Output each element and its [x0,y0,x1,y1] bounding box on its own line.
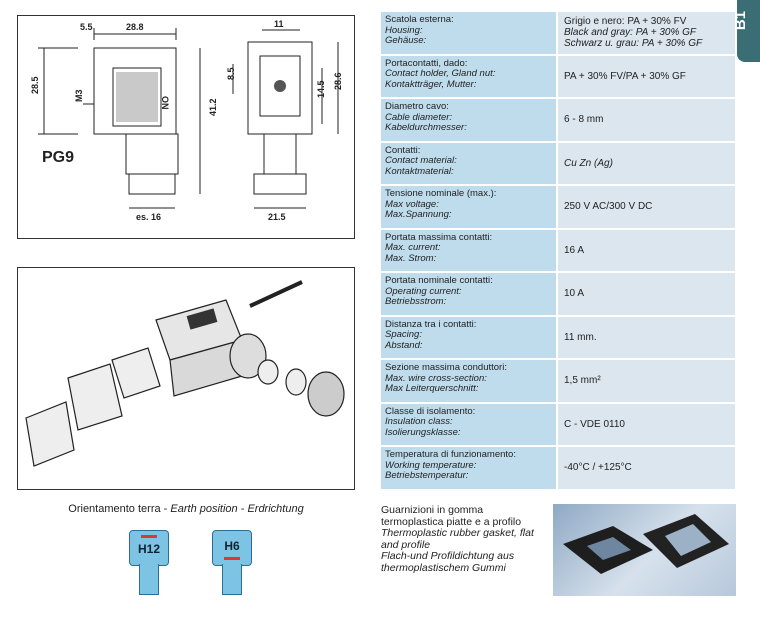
spec-key: Portacontatti, dado:Contact holder, Glan… [381,55,556,97]
spec-row: Temperatura di funzionamento:Working tem… [381,447,735,489]
gasket-photo [553,504,736,596]
dim-21-5: 21.5 [268,212,286,222]
spec-value: 1,5 mm² [558,360,735,402]
dimension-drawing-svg: 5.5 28.8 11 28.5 M3 ON 41.2 8.5 14.5 28.… [30,19,343,222]
spec-key: Classe di isolamento:Insulation class:Is… [381,403,556,445]
spec-row: Classe di isolamento:Insulation class:Is… [381,403,735,445]
spec-value: 250 V AC/300 V DC [558,186,735,228]
spec-value: 16 A [558,229,735,271]
spec-value: 10 A [558,273,735,315]
dim-es-16: es. 16 [136,212,161,222]
spec-row: Distanza tra i contatti:Spacing:Abstand:… [381,316,735,358]
dim-8-5: 8.5 [226,67,236,80]
earth-marker-top [141,535,157,538]
spec-row: Sezione massima conduttori:Max. wire cro… [381,360,735,402]
spec-value: -40°C / +125°C [558,447,735,489]
spec-key: Distanza tra i contatti:Spacing:Abstand: [381,316,556,358]
spec-value: 11 mm. [558,316,735,358]
spec-value: PA + 30% FV/PA + 30% GF [558,55,735,97]
dim-14-5: 14.5 [316,80,326,98]
dim-28-5: 28.5 [30,76,40,94]
technical-drawing: 5.5 28.8 11 28.5 M3 ON 41.2 8.5 14.5 28.… [17,15,355,239]
spec-key: Contatti:Contact material:Kontaktmateria… [381,142,556,184]
spec-row: Diametro cavo:Cable diameter:Kabeldurchm… [381,99,735,141]
spec-key: Temperatura di funzionamento:Working tem… [381,447,556,489]
dim-28-6: 28.6 [333,72,343,90]
section-tab: B1 [737,0,760,62]
spec-row: Portata massima contatti:Max. current:Ma… [381,229,735,271]
spec-key: Diametro cavo:Cable diameter:Kabeldurchm… [381,99,556,141]
pin-h12-stem [139,564,159,595]
dim-28-8: 28.8 [126,22,144,32]
spec-key: Scatola esterna:Housing:Gehäuse: [381,12,556,54]
pin-h12: H12 [129,530,169,566]
spec-key: Portata massima contatti:Max. current:Ma… [381,229,556,271]
exploded-view [17,267,355,490]
pg9-label: PG9 [42,149,74,166]
dim-m3: M3 [74,89,84,102]
pin-h6-stem [222,564,242,595]
spec-key: Tensione nominale (max.):Max voltage:Max… [381,186,556,228]
spec-row: Portata nominale contatti:Operating curr… [381,273,735,315]
spec-key: Portata nominale contatti:Operating curr… [381,273,556,315]
spec-row: Scatola esterna:Housing:Gehäuse:Grigio e… [381,12,735,54]
spec-value: C - VDE 0110 [558,403,735,445]
exploded-view-svg [25,280,345,467]
logo-text: ON [160,96,170,110]
earth-position-caption: Orientamento terra - Earth position - Er… [68,503,304,515]
dim-11: 11 [274,19,284,29]
spec-row: Portacontatti, dado:Contact holder, Glan… [381,55,735,97]
earth-marker-bottom [224,557,240,560]
spec-value: Cu Zn (Ag) [558,142,735,184]
spec-row: Contatti:Contact material:Kontaktmateria… [381,142,735,184]
spec-row: Tensione nominale (max.):Max voltage:Max… [381,186,735,228]
pin-h6: H6 [212,530,252,566]
spec-value: 6 - 8 mm [558,99,735,141]
dim-5-5: 5.5 [80,22,93,32]
dim-41-2: 41.2 [208,98,218,116]
gaskets-image [563,514,729,574]
spec-table: Scatola esterna:Housing:Gehäuse:Grigio e… [381,12,735,491]
spec-key: Sezione massima conduttori:Max. wire cro… [381,360,556,402]
